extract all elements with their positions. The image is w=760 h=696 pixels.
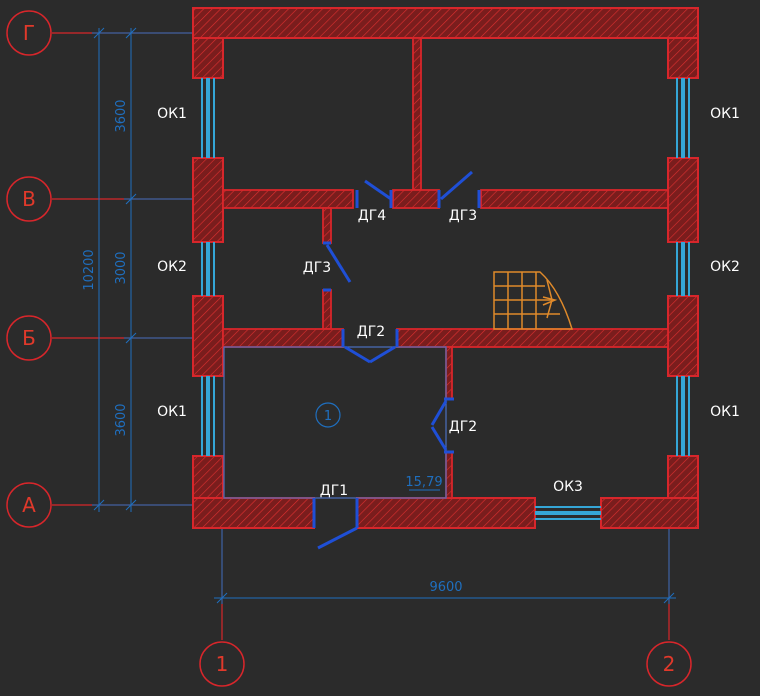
room-outline xyxy=(223,346,447,499)
label-dg2-middle: ДГ2 xyxy=(357,324,385,340)
label-dg3-left: ДГ3 xyxy=(303,260,331,276)
label-ok3: ОК3 xyxy=(553,479,583,495)
label-ok2-right: ОК2 xyxy=(710,259,740,275)
label-ok1-right-top: ОК1 xyxy=(710,106,740,122)
axis-markers: Г В Б А 1 2 xyxy=(6,10,692,687)
axis-label-v: В xyxy=(22,187,36,211)
window-right-mid-icon xyxy=(676,242,690,296)
exterior-walls xyxy=(192,7,699,529)
axis-label-2: 2 xyxy=(663,652,676,676)
window-right-top-icon xyxy=(676,78,690,158)
label-ok2-left: ОК2 xyxy=(157,259,187,275)
axis-marker-2 xyxy=(646,641,692,687)
label-dg2-right: ДГ2 xyxy=(449,419,477,435)
axis-label-a: А xyxy=(22,493,36,517)
dimension-lines xyxy=(92,27,676,604)
label-dg1: ДГ1 xyxy=(320,483,348,499)
axis-label-1: 1 xyxy=(216,652,229,676)
windows xyxy=(201,78,690,520)
axis-marker-a xyxy=(6,482,52,528)
dim-total-height: 10200 xyxy=(82,249,97,290)
door-dg4-icon xyxy=(355,179,393,208)
dim-total-width: 9600 xyxy=(429,580,462,595)
dim-segment-bottom: 3600 xyxy=(114,403,129,436)
label-ok1-left-top: ОК1 xyxy=(157,106,187,122)
axis-marker-b xyxy=(6,315,52,361)
door-dg3-top-icon xyxy=(437,170,481,208)
axis-marker-v xyxy=(6,176,52,222)
label-ok1-left-bottom: ОК1 xyxy=(157,404,187,420)
axis-marker-g xyxy=(6,10,52,56)
window-right-bottom-icon xyxy=(676,376,690,456)
room-number-marker xyxy=(315,402,341,428)
door-dg2-middle-icon xyxy=(341,329,399,364)
interior-walls xyxy=(222,37,669,499)
window-bottom-icon xyxy=(535,506,601,520)
axis-label-b: Б xyxy=(22,326,36,350)
dim-segment-middle: 3000 xyxy=(114,251,129,284)
label-ok1-right-bottom: ОК1 xyxy=(710,404,740,420)
label-dg4: ДГ4 xyxy=(358,208,386,224)
stair-icon xyxy=(493,271,574,330)
axis-label-g: Г xyxy=(23,21,35,45)
room-area: 15,79 xyxy=(405,475,442,490)
window-left-top-icon xyxy=(201,78,215,158)
door-dg2-right-icon xyxy=(430,397,454,454)
window-left-mid-icon xyxy=(201,242,215,296)
doors xyxy=(312,170,481,550)
room-number: 1 xyxy=(324,409,332,424)
dim-segment-top: 3600 xyxy=(114,99,129,132)
door-dg3-left-icon xyxy=(323,241,352,292)
door-dg1-icon xyxy=(312,498,359,550)
axis-marker-1 xyxy=(199,641,245,687)
label-dg3-top: ДГ3 xyxy=(449,208,477,224)
window-left-bottom-icon xyxy=(201,376,215,456)
